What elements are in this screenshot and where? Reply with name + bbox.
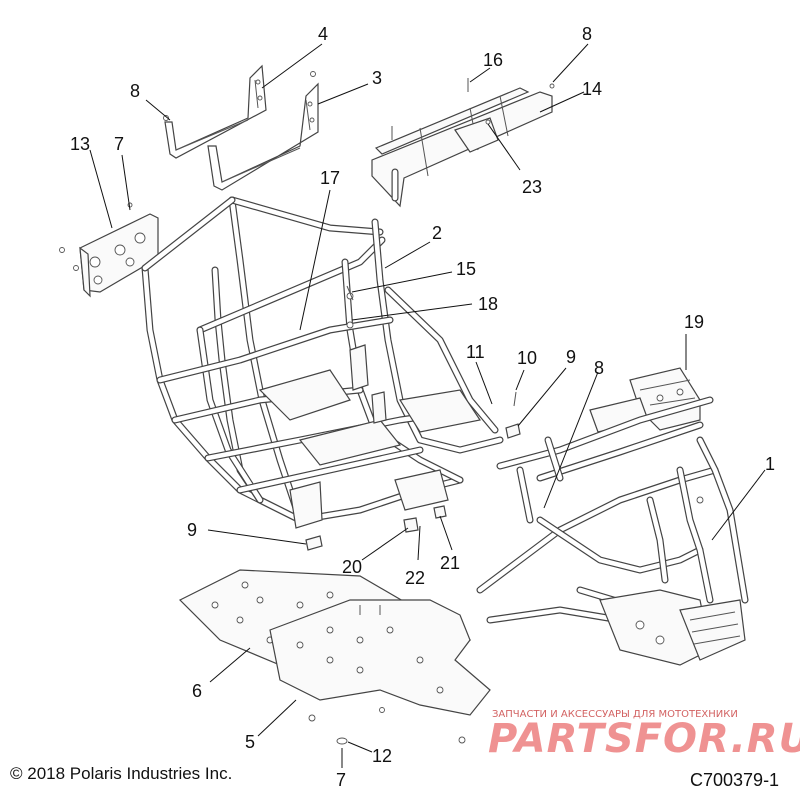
watermark-tagline: ЗАПЧАСТИ И АКСЕССУАРЫ ДЛЯ МОТОТЕХНИКИ (492, 709, 738, 720)
callout-14: 14 (582, 79, 602, 99)
callout-9-right: 9 (566, 347, 576, 367)
part-19-rear-bracket (496, 367, 714, 524)
callout-1: 1 (765, 454, 775, 474)
copyright-notice: © 2018 Polaris Industries Inc. (10, 764, 232, 783)
callout-4: 4 (318, 24, 328, 44)
watermark-brand: PARTSFOR.RU (488, 716, 800, 762)
callout-10: 10 (517, 348, 537, 368)
callout-5: 5 (245, 732, 255, 752)
callout-12: 12 (372, 746, 392, 766)
callout-11: 11 (466, 342, 485, 362)
callout-16: 16 (483, 50, 503, 70)
callout-13: 13 (70, 134, 90, 154)
callouts: 4 3 8 13 7 16 8 14 23 17 2 15 18 11 10 9… (70, 24, 775, 790)
part-2-main-frame (141, 196, 504, 529)
callout-7-upper: 7 (114, 134, 124, 154)
callout-15: 15 (456, 259, 476, 279)
part-5-skid-plate (269, 599, 491, 744)
callout-6: 6 (192, 681, 202, 701)
callout-18: 18 (478, 294, 498, 314)
part-4-bracket (164, 64, 267, 159)
callout-2: 2 (432, 223, 442, 243)
callout-21: 21 (440, 553, 460, 573)
leader-lines (89, 43, 766, 768)
callout-8-top-right: 8 (582, 24, 592, 44)
callout-7-lower: 7 (336, 770, 346, 790)
figure-id: C700379-1 (690, 770, 779, 790)
callout-8-mid: 8 (594, 358, 604, 378)
callout-9-left: 9 (187, 520, 197, 540)
callout-3: 3 (372, 68, 382, 88)
part-13-plate (59, 202, 159, 298)
callout-22: 22 (405, 568, 425, 588)
part-14-carrier (371, 78, 555, 208)
callout-19: 19 (684, 312, 704, 332)
hardware (163, 71, 521, 745)
watermark: ЗАПЧАСТИ И АКСЕССУАРЫ ДЛЯ МОТОТЕХНИКИ PA… (488, 709, 800, 762)
callout-23: 23 (522, 177, 542, 197)
callout-20: 20 (342, 557, 362, 577)
part-3-bracket (207, 82, 319, 191)
callout-8-top-left: 8 (130, 81, 140, 101)
callout-17: 17 (320, 168, 340, 188)
part-1-rear-subframe (476, 436, 749, 666)
